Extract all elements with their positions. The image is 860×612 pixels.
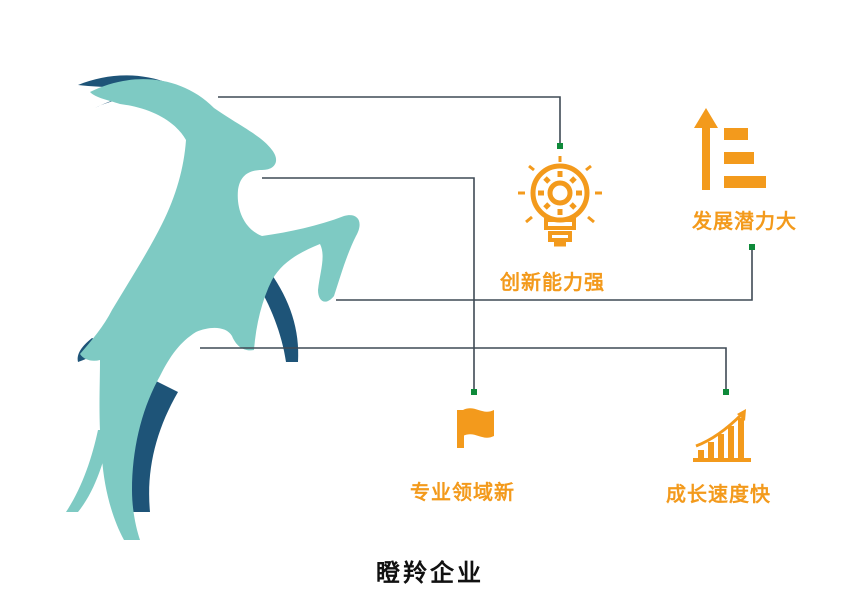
connector-lines: [200, 96, 755, 395]
goat-belly-shadow: [256, 272, 299, 362]
connector-growth-node: [723, 389, 729, 395]
goat-front-leg: [66, 430, 112, 512]
connector-growth: [200, 347, 727, 392]
feature-label-growth: 成长速度快: [666, 482, 771, 506]
connector-field-node: [471, 389, 477, 395]
connector-potential-node: [749, 244, 755, 250]
growth-chart-icon: [693, 409, 751, 462]
gazelle-illustration: [66, 75, 360, 540]
arrow-up-bars-icon: [694, 108, 766, 190]
connector-potential: [336, 247, 753, 301]
diagram-caption: 瞪羚企业: [376, 559, 484, 587]
lightbulb-gear-icon: [518, 156, 602, 247]
connector-innovation: [218, 96, 561, 146]
feature-label-innovation: 创新能力强: [500, 270, 605, 294]
feature-label-field: 专业领域新: [410, 480, 515, 504]
goat-body: [80, 79, 360, 540]
flag-icon: [457, 408, 494, 448]
feature-label-potential: 发展潜力大: [692, 209, 797, 233]
connector-innovation-node: [557, 143, 563, 149]
connector-field: [262, 177, 475, 392]
